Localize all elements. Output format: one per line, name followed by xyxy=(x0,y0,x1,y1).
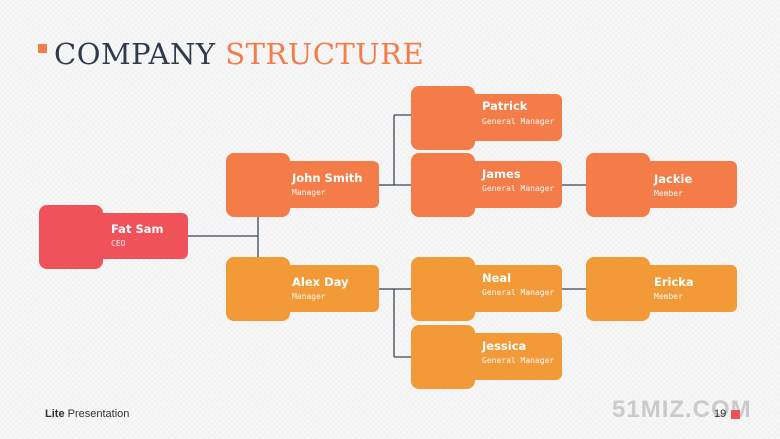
title-part-structure: STRUCTURE xyxy=(225,37,425,71)
node-body xyxy=(411,94,562,141)
title-part-company: COMPANY xyxy=(54,37,226,71)
node-fat-sam: Fat Sam CEO xyxy=(39,205,188,269)
node-role: General Manager xyxy=(482,117,555,126)
node-name: Patrick xyxy=(482,99,528,113)
node-role: General Manager xyxy=(482,288,555,297)
node-name: James xyxy=(482,167,521,181)
node-james: James General Manager xyxy=(411,153,562,217)
node-body xyxy=(586,265,737,312)
node-role: CEO xyxy=(111,239,126,248)
node-name: Jessica xyxy=(482,339,527,353)
node-role: General Manager xyxy=(482,356,555,365)
node-jackie: Jackie Member xyxy=(586,153,737,217)
node-ericka: Ericka Member xyxy=(586,257,737,321)
node-name: Jackie xyxy=(654,172,693,186)
node-alex-day: Alex Day Manager xyxy=(226,257,379,321)
footer-brand-bold: Lite xyxy=(45,408,65,420)
node-body xyxy=(226,265,379,312)
node-role: General Manager xyxy=(482,184,555,193)
node-name: Neal xyxy=(482,271,512,285)
node-body xyxy=(39,213,188,259)
node-body xyxy=(586,161,737,208)
node-body xyxy=(226,161,379,208)
page-number-accent-square xyxy=(731,410,740,419)
node-name: John Smith xyxy=(292,171,363,185)
node-role: Member xyxy=(654,189,683,198)
title-accent-square xyxy=(38,44,47,53)
node-name: Fat Sam xyxy=(111,222,164,236)
page-title: COMPANY STRUCTURE xyxy=(54,34,424,74)
node-body xyxy=(411,265,562,312)
node-neal: Neal General Manager xyxy=(411,257,562,321)
node-role: Manager xyxy=(292,188,326,197)
watermark: 51MIZ.COM xyxy=(612,396,752,423)
node-body xyxy=(411,333,562,380)
node-patrick: Patrick General Manager xyxy=(411,86,562,150)
node-name: Alex Day xyxy=(292,275,349,289)
node-role: Member xyxy=(654,292,683,301)
node-body xyxy=(411,161,562,208)
node-jessica: Jessica General Manager xyxy=(411,325,562,389)
page-number: 19 xyxy=(714,408,727,420)
node-role: Manager xyxy=(292,292,326,301)
footer-brand-rest: Presentation xyxy=(64,408,130,420)
node-john-smith: John Smith Manager xyxy=(226,153,379,217)
footer-brand: Lite Presentation xyxy=(45,408,129,420)
node-name: Ericka xyxy=(654,275,694,289)
